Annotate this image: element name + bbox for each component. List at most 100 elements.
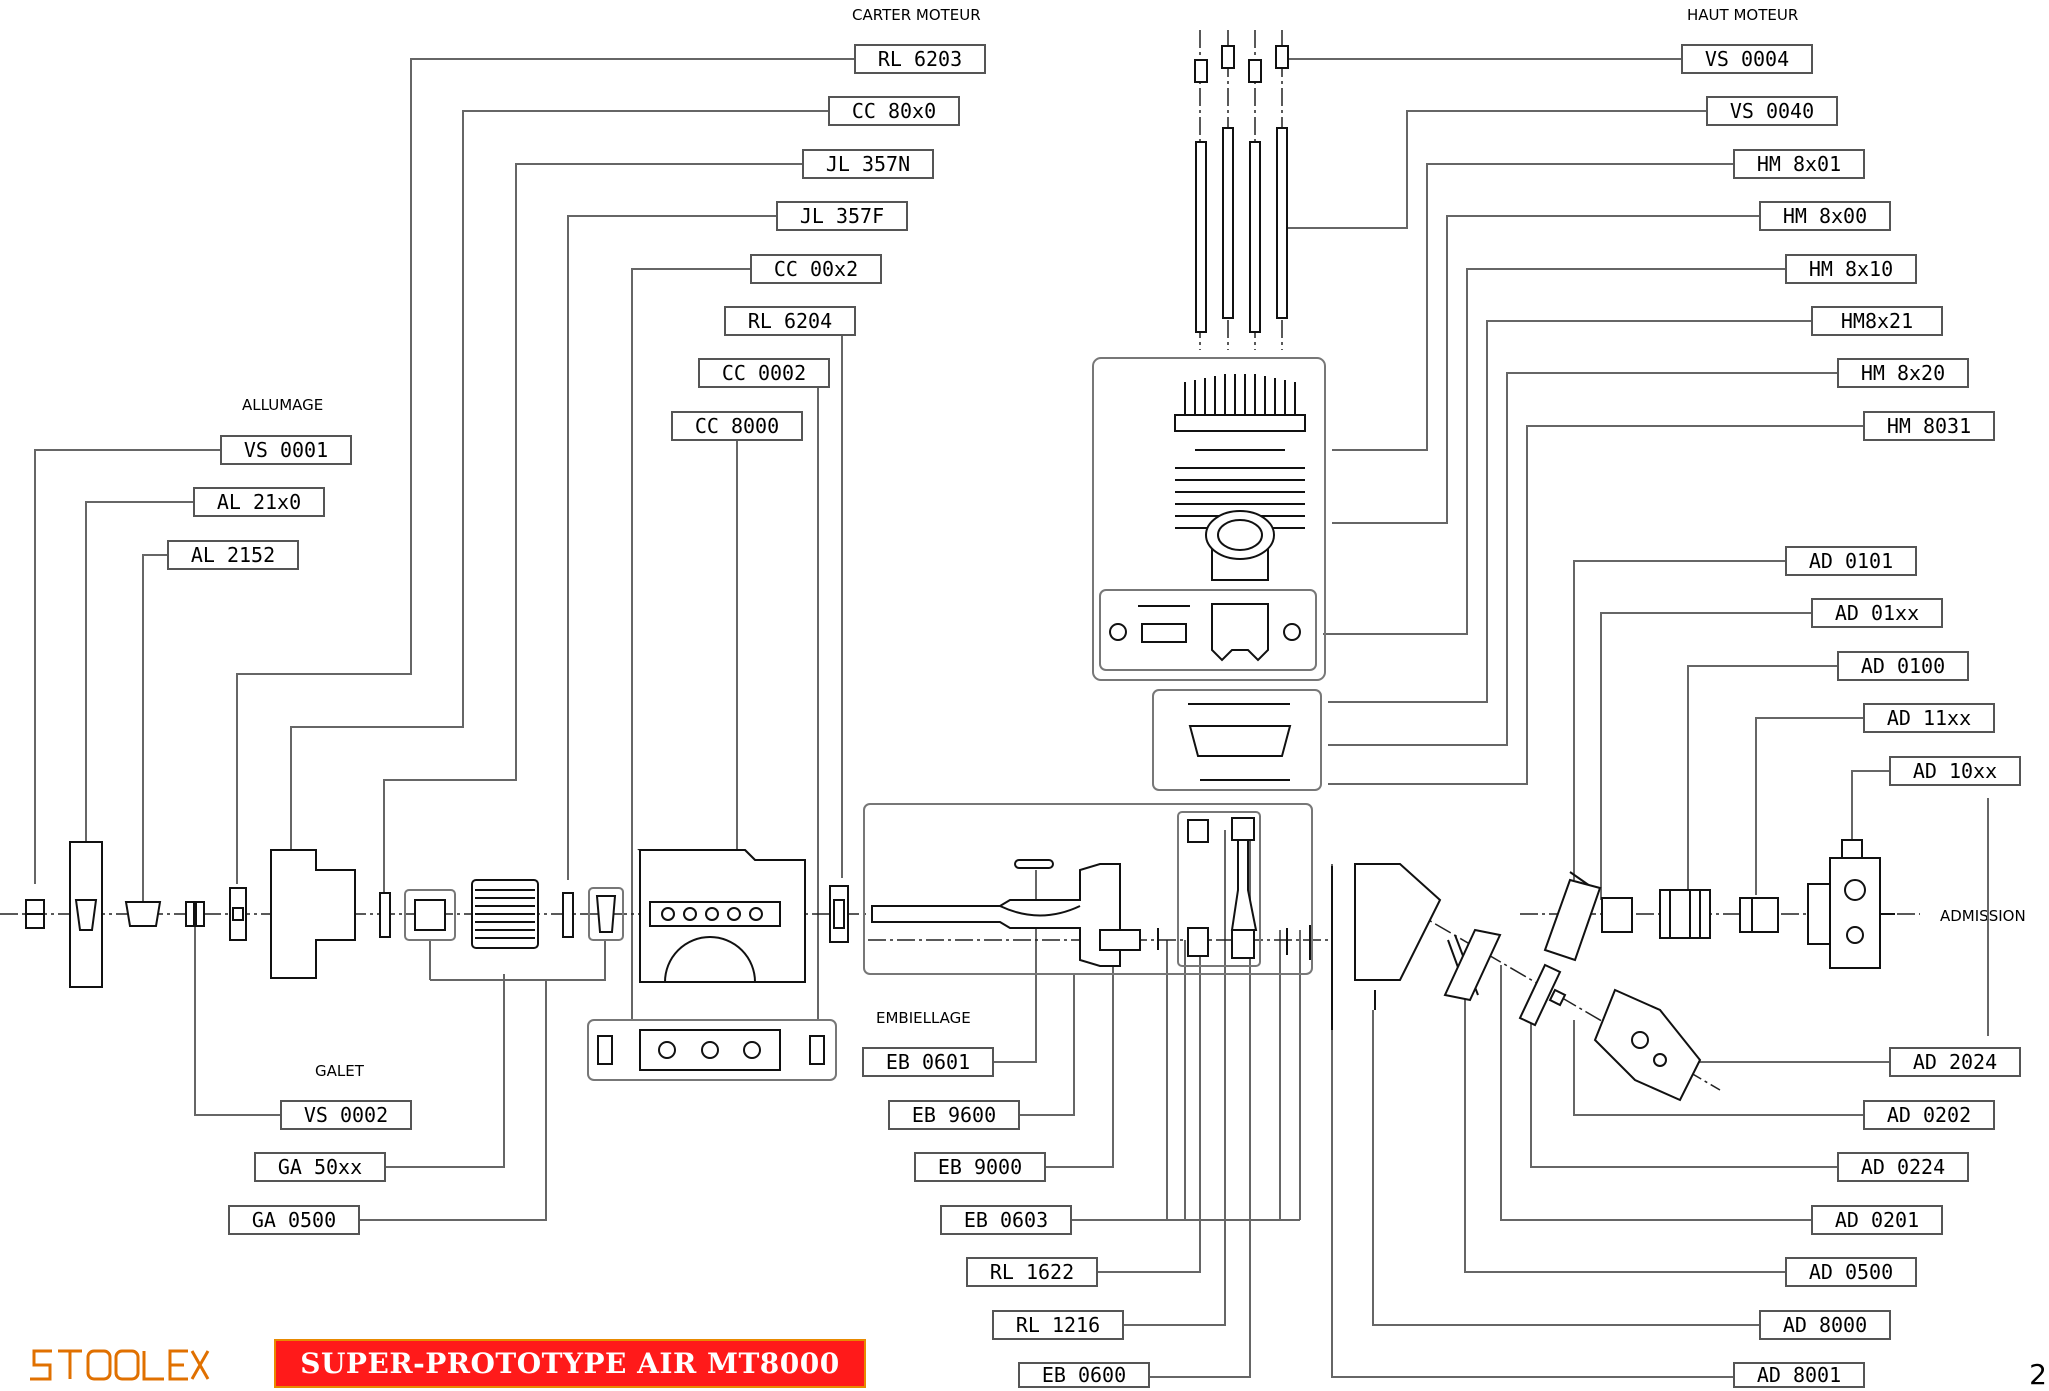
label-hm8x21: HM8x21: [1811, 306, 1943, 336]
svg-text:VS 0001: VS 0001: [244, 438, 328, 462]
label-jl-357n: JL 357N: [802, 149, 934, 179]
svg-text:CC 8000: CC 8000: [695, 414, 779, 438]
svg-text:HM 8x01: HM 8x01: [1757, 152, 1841, 176]
label-ad-8001: AD 8001: [1733, 1362, 1865, 1388]
section-galet: GALET: [315, 1062, 365, 1080]
label-ga-50xx: GA 50xx: [254, 1152, 386, 1182]
svg-text:VS 0040: VS 0040: [1730, 99, 1814, 123]
svg-text:GA 50xx: GA 50xx: [278, 1155, 362, 1179]
svg-text:AD 8000: AD 8000: [1783, 1313, 1867, 1337]
label-jl-357f: JL 357F: [776, 201, 908, 231]
svg-text:HM 8x00: HM 8x00: [1783, 204, 1867, 228]
label-rl-6204: RL 6204: [724, 306, 856, 336]
svg-text:AD 10xx: AD 10xx: [1913, 759, 1997, 783]
label-eb-0603: EB 0603: [940, 1205, 1072, 1235]
label-eb-9000: EB 9000: [914, 1152, 1046, 1182]
section-embiellage: EMBIELLAGE: [876, 1009, 971, 1027]
label-ad-11xx: AD 11xx: [1863, 703, 1995, 733]
label-cc-8000: CC 8000: [671, 411, 803, 441]
leader-lines-right: [1331, 560, 1989, 1378]
svg-text:AD 2024: AD 2024: [1913, 1050, 1997, 1074]
label-hm-8x00: HM 8x00: [1759, 201, 1891, 231]
haut-moteur-parts: [1092, 45, 1326, 791]
label-eb-0600: EB 0600: [1018, 1362, 1150, 1388]
section-allumage: ALLUMAGE: [242, 396, 323, 414]
label-hm-8x10: HM 8x10: [1785, 254, 1917, 284]
svg-text:HM 8x20: HM 8x20: [1861, 361, 1945, 385]
label-hm-8x20: HM 8x20: [1837, 358, 1969, 388]
svg-text:AD 0100: AD 0100: [1861, 654, 1945, 678]
label-ad-0224: AD 0224: [1837, 1152, 1969, 1182]
label-ad-0201: AD 0201: [1811, 1205, 1943, 1235]
part-labels: RL 6203 CC 80x0 JL 357N JL 357F CC 00x2 …: [167, 44, 2021, 1388]
label-vs-0001: VS 0001: [220, 435, 352, 465]
label-cc-00x2: CC 00x2: [750, 254, 882, 284]
stoolex-logo: [30, 1349, 210, 1381]
allumage-parts: [25, 841, 247, 988]
svg-text:EB 9000: EB 9000: [938, 1155, 1022, 1179]
svg-text:HM 8x10: HM 8x10: [1809, 257, 1893, 281]
page-title: SUPER-PROTOTYPE AIR MT8000: [300, 1347, 840, 1380]
svg-text:EB 0603: EB 0603: [964, 1208, 1048, 1232]
label-ad-2024: AD 2024: [1889, 1047, 2021, 1077]
label-ad-0100: AD 0100: [1837, 651, 1969, 681]
svg-text:RL 6204: RL 6204: [748, 309, 832, 333]
svg-text:RL 1216: RL 1216: [1016, 1313, 1100, 1337]
svg-text:AD 0202: AD 0202: [1887, 1103, 1971, 1127]
leader-lines-top: [1282, 58, 1864, 785]
section-carter-moteur: CARTER MOTEUR: [852, 6, 981, 24]
svg-text:AD 0101: AD 0101: [1809, 549, 1893, 573]
section-admission: ADMISSION: [1940, 907, 2026, 925]
label-ad-0101: AD 0101: [1785, 546, 1917, 576]
carter-parts: [270, 849, 849, 1081]
label-ad-10xx: AD 10xx: [1889, 756, 2021, 786]
svg-text:CC 0002: CC 0002: [722, 361, 806, 385]
section-haut-moteur: HAUT MOTEUR: [1687, 6, 1798, 24]
svg-text:AD 8001: AD 8001: [1757, 1363, 1841, 1387]
label-ad-0500: AD 0500: [1785, 1257, 1917, 1287]
svg-text:RL 1622: RL 1622: [990, 1260, 1074, 1284]
svg-text:GA 0500: GA 0500: [252, 1208, 336, 1232]
svg-text:HM8x21: HM8x21: [1841, 309, 1913, 333]
svg-text:AL 21x0: AL 21x0: [217, 490, 301, 514]
svg-text:VS 0004: VS 0004: [1705, 47, 1789, 71]
svg-text:RL 6203: RL 6203: [878, 47, 962, 71]
label-vs-0040: VS 0040: [1706, 96, 1838, 126]
label-cc-80x0: CC 80x0: [828, 96, 960, 126]
svg-text:AD 01xx: AD 01xx: [1835, 601, 1919, 625]
embiellage-parts: [863, 803, 1313, 975]
page-number: 2: [2029, 1358, 2047, 1391]
svg-text:AD 0201: AD 0201: [1835, 1208, 1919, 1232]
svg-text:AD 0224: AD 0224: [1861, 1155, 1945, 1179]
label-al-2152: AL 2152: [167, 540, 299, 570]
label-rl-1216: RL 1216: [992, 1310, 1124, 1340]
svg-text:EB 0600: EB 0600: [1042, 1363, 1126, 1387]
svg-text:EB 9600: EB 9600: [912, 1103, 996, 1127]
svg-text:VS 0002: VS 0002: [304, 1103, 388, 1127]
svg-text:JL 357N: JL 357N: [826, 152, 910, 176]
label-ad-01xx: AD 01xx: [1811, 598, 1943, 628]
label-eb-0601: EB 0601: [862, 1047, 994, 1077]
label-ga-0500: GA 0500: [228, 1205, 360, 1235]
svg-text:CC 80x0: CC 80x0: [852, 99, 936, 123]
svg-text:CC 00x2: CC 00x2: [774, 257, 858, 281]
label-hm-8x01: HM 8x01: [1733, 149, 1865, 179]
label-cc-0002: CC 0002: [698, 358, 830, 388]
label-ad-8000: AD 8000: [1759, 1310, 1891, 1340]
leader-lines-bottom: [993, 830, 1301, 1378]
label-rl-1622: RL 1622: [966, 1257, 1098, 1287]
title-banner: SUPER-PROTOTYPE AIR MT8000: [274, 1339, 866, 1388]
admission-parts: [1331, 839, 1895, 1102]
label-hm-8031: HM 8031: [1863, 411, 1995, 441]
svg-text:AD 0500: AD 0500: [1809, 1260, 1893, 1284]
svg-text:AD 11xx: AD 11xx: [1887, 706, 1971, 730]
label-rl-6203: RL 6203: [854, 44, 986, 74]
label-ad-0202: AD 0202: [1863, 1100, 1995, 1130]
label-eb-9600: EB 9600: [888, 1100, 1020, 1130]
label-vs-0002: VS 0002: [280, 1100, 412, 1130]
svg-text:JL 357F: JL 357F: [800, 204, 884, 228]
svg-text:EB 0601: EB 0601: [886, 1050, 970, 1074]
label-al-21x0: AL 21x0: [193, 487, 325, 517]
label-vs-0004: VS 0004: [1681, 44, 1813, 74]
